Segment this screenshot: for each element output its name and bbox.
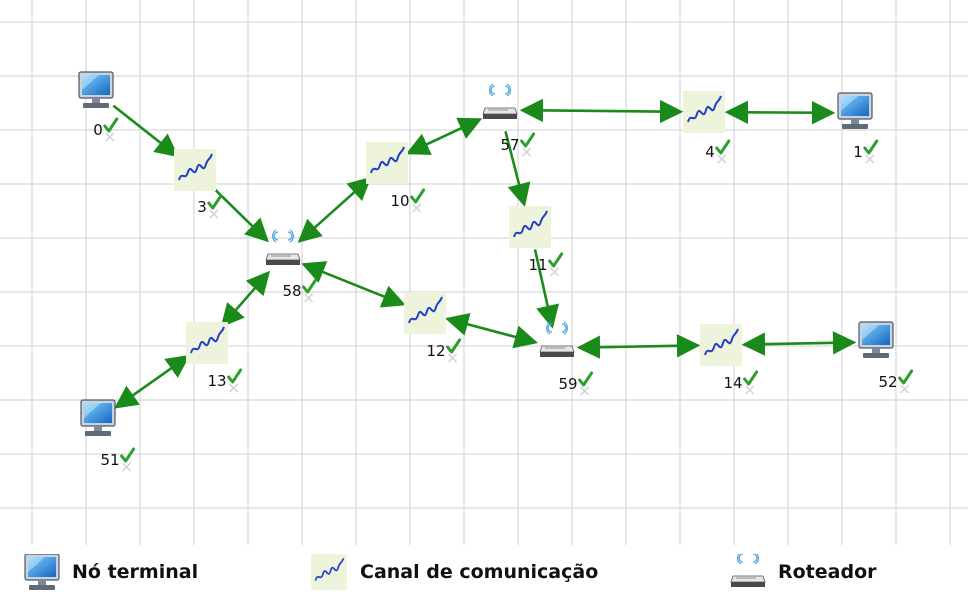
checkmark-icon	[207, 194, 223, 210]
node-label: 59	[558, 375, 577, 393]
checkmark-icon	[898, 369, 914, 385]
x-mark-icon	[411, 203, 422, 213]
x-mark-icon	[717, 154, 727, 164]
node-terminal-0[interactable]: 0	[78, 71, 119, 142]
edge-3-58	[210, 185, 269, 243]
edge-57-11	[504, 130, 531, 207]
node-label: 57	[500, 136, 519, 154]
checkmark-icon	[302, 278, 318, 294]
checkmark-icon	[715, 139, 731, 155]
edge-11-59	[533, 249, 560, 329]
edge-59-14	[576, 334, 701, 359]
checkmark-icon	[578, 371, 594, 387]
edge-12-59	[444, 312, 538, 349]
legend: Nó terminal Canal de comunicação Roteado…	[0, 548, 968, 594]
router-icon	[265, 229, 301, 266]
router-icon	[539, 321, 575, 358]
edges-layer	[112, 98, 857, 409]
edge-58-12	[301, 261, 406, 308]
legend-item-channel: Canal de comunicação	[308, 554, 598, 590]
node-label: 58	[282, 282, 301, 300]
router-icon	[730, 554, 766, 588]
x-mark-icon	[105, 132, 115, 142]
channel-wave-icon	[185, 321, 229, 365]
channel-wave-icon	[699, 323, 743, 367]
checkmark-icon	[548, 252, 564, 268]
channel-wave-icon	[403, 291, 447, 335]
checkmark-icon	[743, 370, 759, 386]
node-label: 13	[207, 372, 226, 390]
edge-58-13	[220, 270, 271, 328]
node-router-59[interactable]: 59	[539, 321, 594, 396]
node-label: 4	[705, 143, 715, 161]
node-label: 1	[853, 143, 863, 161]
channel-wave-icon	[508, 205, 552, 249]
x-mark-icon	[447, 353, 458, 363]
x-mark-icon	[549, 267, 560, 277]
node-channel-13[interactable]: 13	[185, 321, 243, 393]
checkmark-icon	[120, 447, 136, 463]
checkmark-icon	[103, 117, 119, 133]
checkmark-icon	[227, 368, 243, 384]
background-grid	[0, 0, 968, 545]
node-channel-12[interactable]: 12	[403, 291, 462, 363]
node-label: 11	[528, 256, 547, 274]
x-mark-icon	[579, 386, 590, 396]
node-router-57[interactable]: 57	[482, 83, 536, 157]
node-label: 51	[100, 451, 119, 469]
node-router-58[interactable]: 58	[265, 229, 318, 303]
node-label: 10	[390, 192, 409, 210]
edge-10-57	[405, 117, 483, 155]
computer-icon	[837, 92, 873, 130]
legend-label-channel: Canal de comunicação	[360, 561, 599, 583]
edge-13-51	[114, 354, 191, 409]
x-mark-icon	[303, 293, 314, 303]
edge-4-1	[724, 100, 836, 125]
legend-item-terminal: Nó terminal	[22, 554, 198, 590]
node-label: 12	[426, 342, 445, 360]
computer-icon	[78, 71, 114, 109]
terminal-node-icon	[24, 554, 60, 590]
edge-14-52	[741, 331, 857, 356]
node-channel-4[interactable]: 4	[682, 90, 731, 164]
router-icon	[482, 83, 518, 120]
channel-wave-icon	[682, 90, 726, 134]
node-label: 3	[197, 198, 207, 216]
node-channel-10[interactable]: 10	[365, 141, 426, 213]
checkmark-icon	[520, 132, 536, 148]
edge-58-10	[297, 176, 372, 243]
checkmark-icon	[410, 188, 426, 204]
x-mark-icon	[865, 154, 875, 164]
nodes-layer: 0 1 51 52 3 4 10 11 12 13 14 57 58 59	[78, 71, 914, 472]
x-mark-icon	[521, 147, 532, 157]
node-channel-11[interactable]: 11	[508, 205, 564, 277]
channel-wave-icon	[365, 141, 409, 185]
legend-label-router: Roteador	[778, 561, 877, 583]
node-label: 0	[93, 121, 103, 139]
edge-57-4	[519, 98, 684, 124]
x-mark-icon	[209, 209, 219, 219]
node-label: 52	[878, 373, 897, 391]
checkmark-icon	[863, 139, 879, 155]
channel-wave-icon	[310, 554, 348, 590]
legend-label-terminal: Nó terminal	[72, 561, 199, 583]
edge-0-3	[112, 104, 179, 158]
node-terminal-51[interactable]: 51	[80, 399, 136, 472]
node-label: 14	[723, 374, 742, 392]
computer-icon	[858, 321, 894, 359]
channel-wave-icon	[173, 148, 217, 192]
node-terminal-1[interactable]: 1	[837, 92, 879, 164]
node-channel-14[interactable]: 14	[699, 323, 759, 395]
x-mark-icon	[228, 383, 239, 393]
x-mark-icon	[121, 462, 132, 472]
x-mark-icon	[899, 384, 910, 394]
x-mark-icon	[744, 385, 755, 395]
node-terminal-52[interactable]: 52	[858, 321, 914, 394]
node-channel-3[interactable]: 3	[173, 148, 223, 219]
legend-item-router: Roteador	[728, 554, 877, 590]
